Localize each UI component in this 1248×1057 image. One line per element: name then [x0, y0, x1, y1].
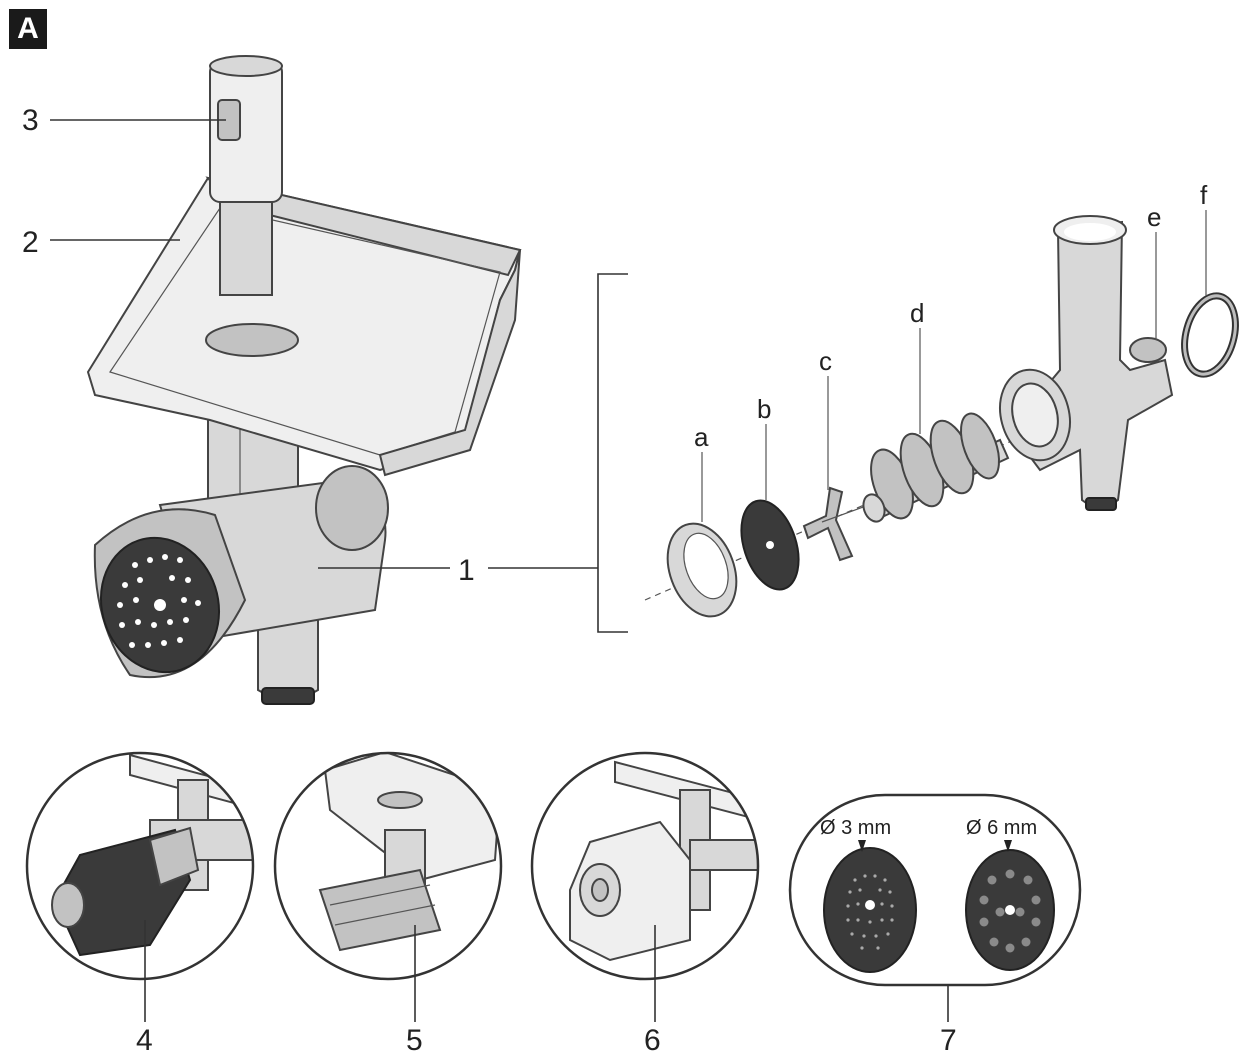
- callout-1: 1: [458, 554, 475, 587]
- figure-label: A: [17, 12, 39, 45]
- disc-holes: [117, 554, 201, 648]
- part-label-d: d: [910, 298, 924, 328]
- part-f-ring: [1181, 292, 1239, 378]
- pusher-top: [209, 55, 283, 77]
- part-e-housing: [999, 215, 1174, 511]
- disc-3mm-holes: [846, 874, 894, 950]
- part-label-e: e: [1147, 202, 1161, 232]
- disc-label-6mm: Ø 6 mm: [966, 817, 1037, 839]
- tray-side: [378, 249, 521, 477]
- bracket-exploded: [597, 273, 628, 633]
- callout-2: 2: [22, 226, 39, 259]
- part-c-knife: [802, 486, 867, 562]
- callout-3: 3: [22, 104, 39, 137]
- pusher-shaft: [219, 189, 273, 296]
- disc-label-3mm: Ø 3 mm: [820, 817, 891, 839]
- part-label-a: a: [694, 422, 709, 452]
- callout-4: 4: [136, 1024, 153, 1057]
- part-a-ring-nut: [666, 522, 738, 618]
- grinder-coupling: [315, 465, 389, 551]
- callout-7: 7: [940, 1024, 957, 1057]
- disc-6mm-holes: [979, 869, 1041, 953]
- part-b-perforated-disc: [740, 499, 800, 591]
- part-label-b: b: [757, 394, 771, 424]
- grinder-foot: [261, 687, 315, 705]
- callout-6: 6: [644, 1024, 661, 1057]
- part-label-f: f: [1200, 180, 1208, 210]
- detail-4: [25, 751, 255, 1022]
- detail-5: [273, 751, 503, 1022]
- detail-6: [530, 751, 760, 1022]
- part-d-auger: [862, 412, 1010, 523]
- figure-badge: [9, 9, 47, 49]
- callout-5: 5: [406, 1024, 423, 1057]
- assembled-grinder: [86, 55, 522, 705]
- part-label-c: c: [819, 346, 832, 376]
- tray-opening: [205, 323, 299, 357]
- detail-7: [788, 793, 1082, 1022]
